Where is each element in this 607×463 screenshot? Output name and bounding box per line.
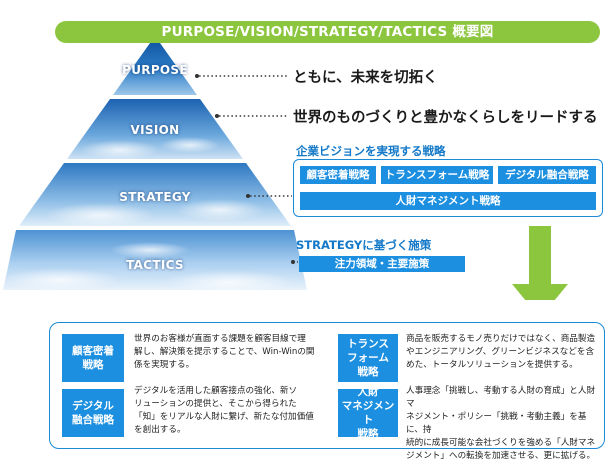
detail-tag-customer: 顧客密着 戦略: [62, 334, 124, 382]
desc-line: 続的に成長可能な会社づくりを強める「人財マネ: [406, 438, 596, 448]
desc-line: 商品を販売するモノ売りだけではなく、商品製造: [406, 334, 596, 344]
tactics-heading: STRATEGYに基づく施策: [296, 238, 432, 252]
detail-desc-customer: 世界のお客様が直面する課題を顧客目線で理 解し、解決策を提示することで、Win-…: [134, 333, 329, 372]
tag-line: 融合戦略: [72, 414, 114, 426]
tag-line: マネジメント: [341, 400, 395, 426]
desc-line: リューションの提供と、そこから得られた: [134, 399, 297, 409]
cloud-texture: [0, 137, 295, 294]
detail-tag-hr: 人財 マネジメント 戦略: [338, 386, 398, 440]
desc-line: ネジメント・ポリシー「挑戦・考動主義」を基に、持: [406, 412, 587, 435]
pyramid-layer-purpose: [113, 36, 197, 95]
desc-line: やエンジニアリング、グリーンビジネスなどを含: [406, 347, 595, 357]
tag-line: 顧客密着: [72, 345, 114, 357]
strategy-box: 顧客密着戦略 トランスフォーム戦略 デジタル融合戦略 人財マネジメント戦略: [293, 159, 603, 217]
tag-line: 人財: [357, 386, 379, 398]
tactics-bar: 注力領域・主要施策: [299, 256, 465, 272]
header-banner: PURPOSE/VISION/STRATEGY/TACTICS 概要図: [55, 21, 600, 43]
detail-desc-hr: 人事理念「挑戦し、考動する人財の育成」と人財マ ネジメント・ポリシー「挑戦・考動…: [406, 385, 601, 463]
strategy-chip-customer: 顧客密着戦略: [300, 166, 376, 184]
layer-label-vision: VISION: [130, 123, 180, 137]
strategy-chip-transform: トランスフォーム戦略: [381, 166, 493, 184]
down-arrow-icon: [512, 226, 568, 300]
desc-line: を創出する。: [134, 425, 186, 435]
diagram-root: PURPOSE/VISION/STRATEGY/TACTICS 概要図 PURP…: [0, 21, 605, 461]
tag-line: 戦略: [357, 366, 379, 378]
connector-dots: [195, 74, 295, 264]
detail-desc-transform: 商品を販売するモノ売りだけではなく、商品製造 やエンジニアリング、グリーンビジネ…: [406, 333, 601, 372]
desc-line: ジメント」への転換を加速させる、更に拡げる。: [406, 451, 596, 461]
strategy-heading: 企業ビジョンを実現する戦略: [296, 144, 446, 158]
desc-line: 人事理念「挑戦し、考動する人財の育成」と人財マ: [406, 386, 596, 409]
strategy-chip-hr: 人財マネジメント戦略: [300, 192, 596, 210]
layer-label-tactics: TACTICS: [126, 258, 184, 272]
desc-line: 係を実現する。: [134, 360, 195, 370]
layer-label-purpose: PURPOSE: [122, 63, 188, 77]
desc-line: 「知」をリアルな人財に繋げ、新たな付加価値: [134, 412, 314, 422]
tag-line: 戦略: [357, 428, 379, 440]
desc-line: めた、トータルソリューションを提供する。: [406, 360, 578, 370]
vision-statement: 世界のものづくりと豊かなくらしをリードする: [293, 110, 598, 126]
strategy-chip-digital: デジタル融合戦略: [498, 166, 596, 184]
purpose-statement: ともに、未来を切拓く: [293, 70, 438, 86]
detail-panel: 顧客密着 戦略 世界のお客様が直面する課題を顧客目線で理 解し、解決策を提示する…: [49, 322, 605, 461]
detail-tag-transform: トランス フォーム 戦略: [338, 334, 398, 382]
tag-line: フォーム: [347, 352, 389, 364]
tag-line: トランス: [347, 338, 389, 350]
desc-line: 解し、解決策を提示することで、Win-Winの関: [134, 347, 315, 357]
tag-line: デジタル: [72, 400, 114, 412]
tag-line: 戦略: [82, 359, 104, 371]
desc-line: 世界のお客様が直面する課題を顧客目線で理: [134, 334, 306, 344]
detail-tag-digital: デジタル 融合戦略: [62, 389, 124, 437]
layer-label-strategy: STRATEGY: [119, 190, 191, 204]
pyramid-graphic: [0, 36, 568, 300]
desc-line: デジタルを活用した顧客接点の強化、新ソ: [134, 386, 298, 396]
detail-desc-digital: デジタルを活用した顧客接点の強化、新ソ リューションの提供と、そこから得られた …: [134, 385, 329, 437]
